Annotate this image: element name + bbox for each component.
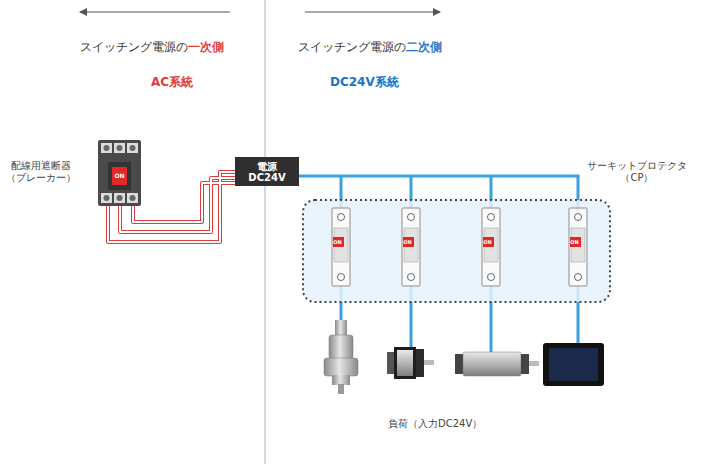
breaker-symbol-part: [127, 143, 138, 153]
circuit-protector-part: [569, 208, 587, 286]
touch-panel-part: [543, 343, 604, 386]
breaker-symbol: [98, 140, 141, 206]
breaker-symbol-part: [130, 145, 136, 151]
heading-line: スイッチング電源の一次側: [80, 36, 224, 55]
circuit-protector-part: [570, 237, 581, 247]
air-cylinder-part: [455, 354, 463, 374]
spindle-motor-part: [338, 384, 344, 394]
label-text: 負荷（入力DC24V）: [388, 418, 482, 429]
node-text: 電源 DC24V: [238, 161, 296, 183]
stepper-motor-part: [416, 349, 424, 377]
label-text: AC系統: [151, 75, 193, 89]
label-text: DC24V系統: [330, 75, 399, 89]
label: DC24V系統: [330, 75, 399, 89]
circuit-protector-part: [332, 208, 350, 286]
direction-arrows: [80, 12, 440, 13]
label: ON: [114, 173, 124, 179]
circuit-protector-part: [402, 208, 420, 286]
label-text: スイッチング電源の: [298, 40, 406, 54]
label-text: ON: [570, 239, 578, 245]
circuit-protector-part: [571, 228, 585, 262]
circuit-protector: [402, 208, 420, 286]
circuit-protector-part: [482, 208, 500, 286]
breaker-symbol-part: [101, 193, 112, 203]
breaker-symbol-part: [117, 145, 123, 151]
spindle-motor: [324, 320, 358, 394]
circuit-protector-part: [338, 274, 345, 281]
circuit-protector-part: [484, 228, 498, 262]
label-text: 配線用遮断器 （ブレーカー）: [6, 160, 76, 183]
stepper-motor: [387, 347, 434, 379]
breaker-symbol-part: [114, 143, 125, 153]
ac-wires-part: [133, 183, 236, 222]
label-text: 一次側: [188, 40, 224, 54]
stepper-motor-part: [397, 350, 413, 376]
label: AC系統: [151, 75, 193, 89]
label: 配線用遮断器 （ブレーカー）: [3, 160, 79, 184]
label-text: ON: [483, 239, 491, 245]
stepper-motor-part: [394, 347, 416, 379]
circuit-protector-part: [408, 274, 415, 281]
label-text: ON: [403, 239, 411, 245]
breaker-symbol-part: [108, 162, 131, 190]
circuit-protector-part: [483, 237, 494, 247]
breaker-symbol-part: [101, 143, 112, 153]
breaker-symbol-part: [130, 195, 136, 201]
label-text: ON: [114, 172, 124, 179]
stepper-motor-part: [387, 352, 395, 374]
cp-group-region: [303, 200, 610, 302]
label: サーキットプロテクタ （CP）: [583, 160, 691, 184]
spindle-motor-part: [329, 335, 353, 359]
circuit-protector-part: [488, 274, 495, 281]
label: ON: [403, 240, 411, 245]
divider-line: [265, 0, 266, 464]
label-text: サーキットプロテクタ （CP）: [587, 160, 687, 183]
label-text: 二次側: [406, 40, 442, 54]
spindle-motor-part: [335, 320, 347, 336]
breaker-symbol-part: [114, 193, 125, 203]
circuit-protector: [332, 208, 350, 286]
breaker-symbol-part: [104, 195, 110, 201]
circuit-protector-part: [575, 214, 582, 221]
circuit-protector-part: [408, 214, 415, 221]
spindle-motor-part: [324, 358, 358, 376]
heading-line: スイッチング電源の二次側: [298, 36, 442, 55]
breaker-symbol-part: [127, 193, 138, 203]
label-text: スイッチング電源の: [80, 40, 188, 54]
air-cylinder-part: [529, 361, 539, 366]
breaker-symbol-part: [98, 140, 141, 206]
label: ON: [483, 240, 491, 245]
air-cylinder-part: [521, 354, 529, 374]
circuit-protector: [482, 208, 500, 286]
stepper-motor-part: [424, 360, 434, 365]
circuit-protector-part: [333, 237, 344, 247]
circuit-protector: [569, 208, 587, 286]
circuit-protector-part: [334, 228, 348, 262]
breaker-symbol-part: [104, 145, 110, 151]
air-cylinder: [455, 352, 539, 376]
breaker-symbol-part: [117, 195, 123, 201]
power-supply-box: 電源 DC24V: [235, 157, 299, 186]
direction-arrows-part: [80, 12, 230, 13]
direction-arrows-part: [305, 12, 440, 13]
breaker-symbol-part: [112, 167, 127, 185]
air-cylinder-part: [463, 352, 521, 376]
spindle-motor-part: [332, 375, 350, 385]
circuit-protector-part: [575, 274, 582, 281]
circuit-protector-part: [338, 214, 345, 221]
circuit-protector-part: [404, 228, 418, 262]
label: 負荷（入力DC24V）: [388, 418, 482, 430]
touch-panel-part: [549, 348, 598, 381]
label-text: ON: [333, 239, 341, 245]
touch-panel: [543, 343, 604, 386]
label: ON: [333, 240, 341, 245]
dc-wires-part: [297, 175, 580, 178]
label: ON: [570, 240, 578, 245]
circuit-protector-part: [488, 214, 495, 221]
circuit-protector-part: [403, 237, 414, 247]
